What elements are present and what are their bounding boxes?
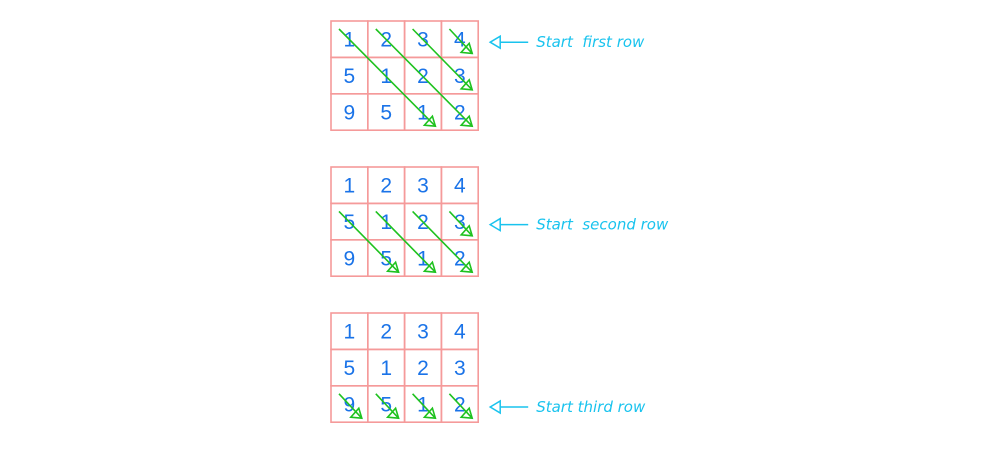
start-row-label: Start first row — [536, 33, 645, 51]
arrowhead-icon — [459, 114, 474, 128]
cell-value: 2 — [380, 175, 392, 198]
cell-value: 5 — [344, 357, 356, 380]
start-row-label: Start third row — [536, 398, 646, 416]
left-arrow-icon — [488, 399, 501, 415]
diagonal-arrow-line — [338, 393, 363, 419]
arrowhead-icon — [459, 78, 474, 91]
diagonal-arrow-line — [375, 28, 473, 127]
arrowhead-icon — [459, 41, 474, 55]
cell-value: 9 — [344, 102, 356, 125]
cell-value: 5 — [380, 102, 392, 125]
arrowhead-icon — [459, 406, 474, 420]
arrowhead-icon — [422, 260, 437, 274]
cell-value: 5 — [344, 65, 356, 88]
matrix-panel-2: 123451239512Start second row — [330, 166, 669, 278]
left-arrow-icon — [488, 34, 501, 50]
arrowhead-icon — [349, 406, 363, 420]
matrix-cell — [440, 93, 479, 132]
cell-value: 3 — [454, 357, 466, 380]
diagonal-arrow-line — [412, 393, 436, 419]
diagonal-arrow-line — [375, 393, 400, 419]
arrowhead-icon — [422, 406, 437, 420]
matrix-panel-1: 123451239512Start first row — [330, 20, 645, 132]
arrowhead-icon — [459, 260, 474, 274]
cell-value: 4 — [454, 175, 466, 198]
diagonal-arrow-line — [412, 28, 473, 91]
diagonal-arrow-line — [338, 210, 400, 273]
cell-value: 2 — [380, 321, 392, 344]
cell-value: 2 — [417, 357, 429, 380]
diagonal-arrow-line — [375, 210, 436, 273]
diagonal-arrow-line — [448, 28, 473, 54]
matrix-cell — [440, 239, 479, 278]
cell-value: 3 — [417, 175, 429, 198]
cell-value: 9 — [344, 248, 356, 271]
diagonal-arrow-line — [448, 210, 473, 237]
cell-value: 4 — [454, 321, 466, 344]
diagonal-arrow-line — [412, 210, 473, 273]
start-row-label: Start second row — [536, 216, 669, 234]
cell-value: 3 — [417, 321, 429, 344]
cell-value: 1 — [344, 175, 356, 198]
arrowhead-icon — [422, 114, 437, 128]
left-arrow-icon — [488, 217, 501, 232]
arrowhead-icon — [385, 260, 400, 274]
diagonal-arrow-line — [448, 393, 473, 419]
cell-value: 1 — [344, 321, 356, 344]
matrix-panel-3: 123451239512Start third row — [330, 312, 646, 423]
arrowhead-icon — [459, 224, 474, 237]
arrowhead-icon — [385, 406, 400, 420]
diagonal-arrow-line — [338, 28, 436, 127]
matrix-cell — [440, 384, 479, 423]
cell-value: 1 — [380, 357, 392, 380]
